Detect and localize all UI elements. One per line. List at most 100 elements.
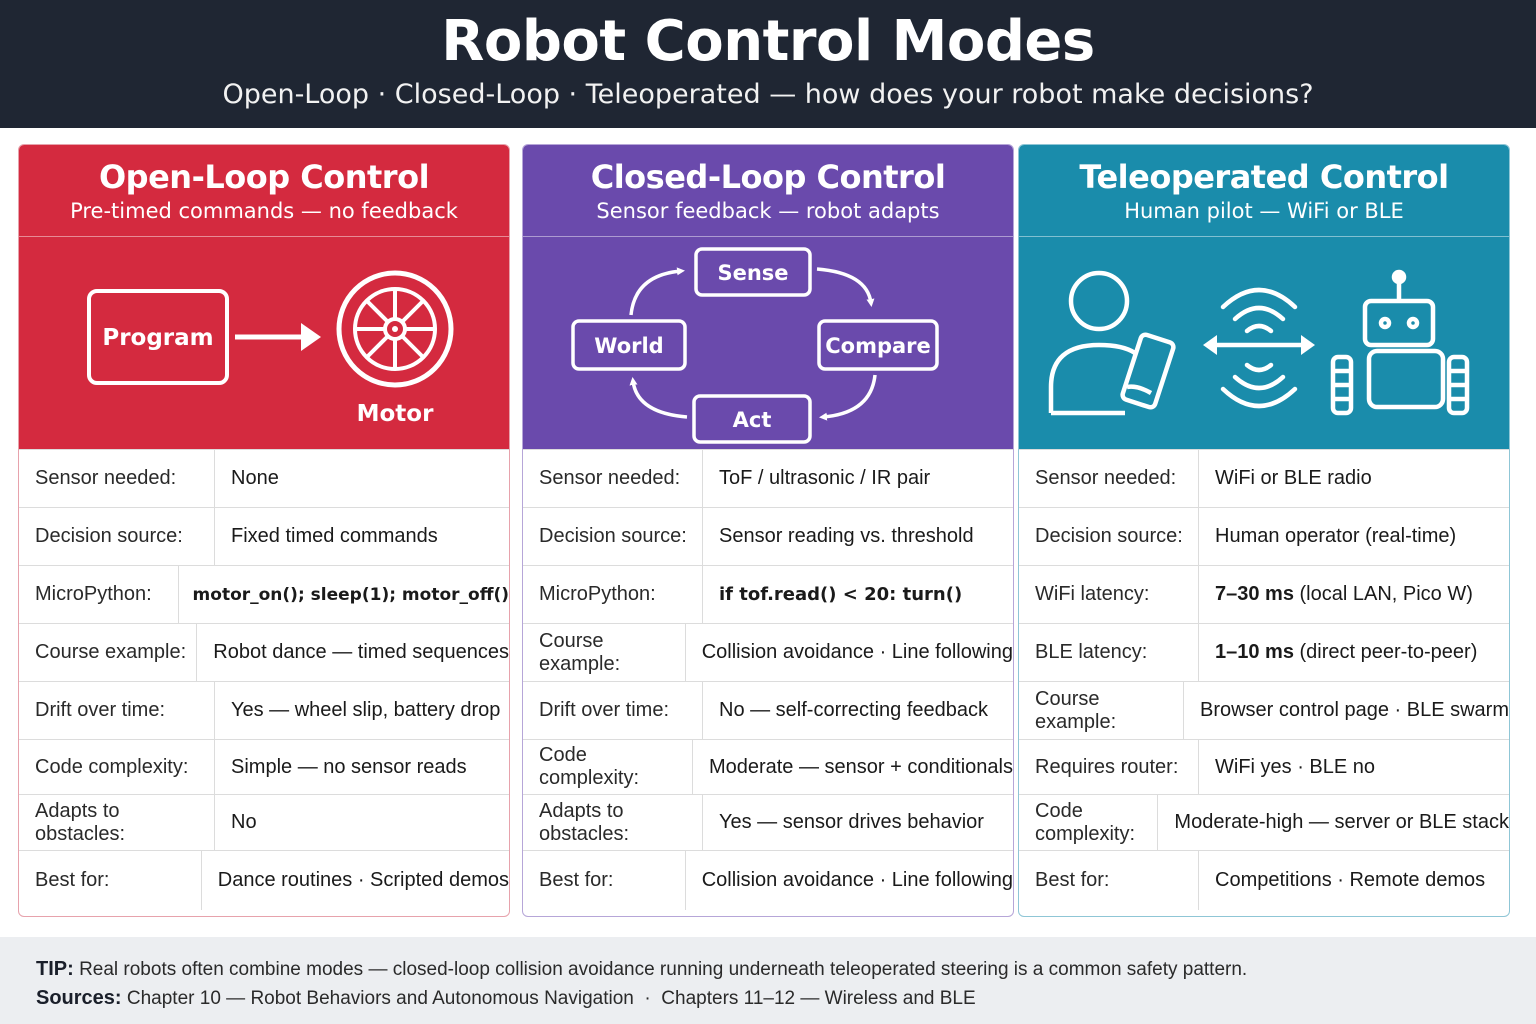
row-key: Decision source: [1019,508,1199,565]
row-value: Yes — sensor drives behavior [719,811,984,833]
row-key: Drift over time: [19,682,215,739]
table-row: BLE latency: 1–10 ms (direct peer-to-peer… [1019,623,1509,681]
svg-text:World: World [594,334,663,358]
table-row: Course example: Browser control page · BL… [1019,681,1509,739]
table-row: Code complexity: Moderate-high — server o… [1019,794,1509,850]
card-teleoperated-header: Teleoperated Control Human pilot — WiFi … [1019,145,1509,237]
row-key: Adapts to obstacles: [523,795,703,850]
card-title: Open-Loop Control [98,158,430,196]
row-value: 7–30 ms (local LAN, Pico W) [1215,583,1473,605]
row-key: Drift over time: [523,682,703,739]
row-key: Adapts to obstacles: [19,795,215,850]
row-key: Sensor needed: [1019,450,1199,507]
card-open-loop-header: Open-Loop Control Pre-timed commands — n… [19,145,509,237]
robot-icon [1330,269,1470,416]
world-box: World [571,319,687,371]
row-value: Moderate-high — server or BLE stack [1174,811,1509,833]
compare-box: Compare [817,319,939,371]
row-key: WiFi latency: [1019,566,1199,623]
page-header: Robot Control Modes Open-Loop · Closed-L… [0,0,1536,128]
row-value: Sensor reading vs. threshold [719,525,974,547]
tip-text: Real robots often combine modes — closed… [79,959,1248,980]
row-key: Sensor needed: [523,450,703,507]
table-row: Decision source: Human operator (real-tim… [1019,507,1509,565]
table-row: Best for:Dance routines · Scripted demos [19,850,509,910]
tip-label: TIP: [36,958,74,980]
svg-text:Compare: Compare [825,334,931,358]
table-row: Drift over time: Yes — wheel slip, batter… [19,681,509,739]
page-subtitle: Open-Loop · Closed-Loop · Teleoperated —… [222,79,1314,110]
table-row: Adapts to obstacles: Yes — sensor drives … [523,794,1013,850]
row-value: No [231,811,257,833]
row-key: Best for: [523,851,686,910]
person-with-phone-icon [1048,270,1176,416]
footer-notes: TIP: Real robots often combine modes — c… [0,937,1536,1024]
row-key: Decision source: [523,508,703,565]
row-value: Yes — wheel slip, battery drop [231,699,501,721]
table-row: Code complexity:Simple — no sensor reads [19,739,509,794]
open-loop-table: Sensor needed: None Decision source:Fixed… [19,449,509,910]
card-closed-loop-header: Closed-Loop Control Sensor feedback — ro… [523,145,1013,237]
table-row: Course example: Robot dance — timed seque… [19,623,509,681]
row-value-code: motor_on(); sleep(1); motor_off() [192,584,509,605]
wireless-signal-icon [1203,287,1315,409]
row-value: Human operator (real-time) [1215,525,1457,547]
open-loop-diagram: Program [19,237,509,449]
sources-label: Sources: [36,987,122,1009]
table-row: MicroPython: motor_on(); sleep(1); motor_… [19,565,509,623]
row-key: Decision source: [19,508,215,565]
row-value: Moderate — sensor + conditionals [708,755,1013,778]
card-title: Teleoperated Control [1079,158,1449,196]
row-value-code: if tof.read() < 20: turn() [719,584,963,605]
row-value: No — self-correcting feedback [719,699,989,721]
row-value: WiFi or BLE radio [1215,467,1372,489]
table-row: Requires router: WiFi yes · BLE no [1019,739,1509,794]
row-key: Code complexity: [1019,795,1159,850]
motor-label: Motor [357,401,434,427]
row-key: MicroPython: [523,566,703,623]
card-closed-loop: Closed-Loop Control Sensor feedback — ro… [522,144,1014,917]
table-row: Sensor needed:ToF / ultrasonic / IR pair [523,449,1013,507]
closed-loop-diagram: Sense Compare Act World [523,237,1013,449]
table-row: Sensor needed: WiFi or BLE radio [1019,449,1509,507]
row-key: Course example: [1019,682,1184,739]
card-teleoperated: Teleoperated Control Human pilot — WiFi … [1018,144,1510,917]
card-subtitle: Sensor feedback — robot adapts [596,199,940,223]
arrow-right-icon [235,323,321,351]
wheel-icon [336,270,454,388]
closed-loop-table: Sensor needed:ToF / ultrasonic / IR pair… [523,449,1013,910]
svg-text:Sense: Sense [717,261,788,285]
row-value: Collision avoidance · Line following [701,869,1013,891]
row-key: Code complexity: [523,740,693,794]
row-value: Robot dance — timed sequences [213,641,509,663]
row-value: WiFi yes · BLE no [1215,755,1376,778]
table-row: Best for:Competitions · Remote demos [1019,850,1509,910]
row-value: Browser control page · BLE swarm [1199,699,1509,721]
program-box: Program [87,289,229,385]
teleoperated-table: Sensor needed: WiFi or BLE radio Decision… [1019,449,1509,910]
row-value: 1–10 ms (direct peer-to-peer) [1215,641,1478,663]
table-row: Best for: Collision avoidance · Line foll… [523,850,1013,910]
sources-text: Chapter 10 — Robot Behaviors and Autonom… [126,988,976,1009]
row-key: Requires router: [1019,740,1199,794]
card-open-loop: Open-Loop Control Pre-timed commands — n… [18,144,510,917]
card-title: Closed-Loop Control [590,158,946,196]
table-row: Decision source:Fixed timed commands [19,507,509,565]
feedback-arrows-icon [629,267,877,421]
row-key: Best for: [19,851,202,910]
table-row: Sensor needed: None [19,449,509,507]
row-key: BLE latency: [1019,624,1199,681]
row-key: Code complexity: [19,740,215,794]
table-row: Course example:Collision avoidance · Lin… [523,623,1013,681]
table-row: Decision source: Sensor reading vs. thres… [523,507,1013,565]
row-key: Best for: [1019,851,1199,910]
card-subtitle: Human pilot — WiFi or BLE [1124,199,1404,223]
row-value: None [231,467,279,489]
row-key: Course example: [19,624,198,681]
table-row: WiFi latency: 7–30 ms (local LAN, Pico W) [1019,565,1509,623]
teleoperated-diagram [1019,237,1509,449]
row-key: MicroPython: [19,566,179,623]
sources-line: Sources: Chapter 10 — Robot Behaviors an… [36,984,1536,1013]
row-key: Sensor needed: [19,450,215,507]
table-row: Code complexity: Moderate — sensor + cond… [523,739,1013,794]
